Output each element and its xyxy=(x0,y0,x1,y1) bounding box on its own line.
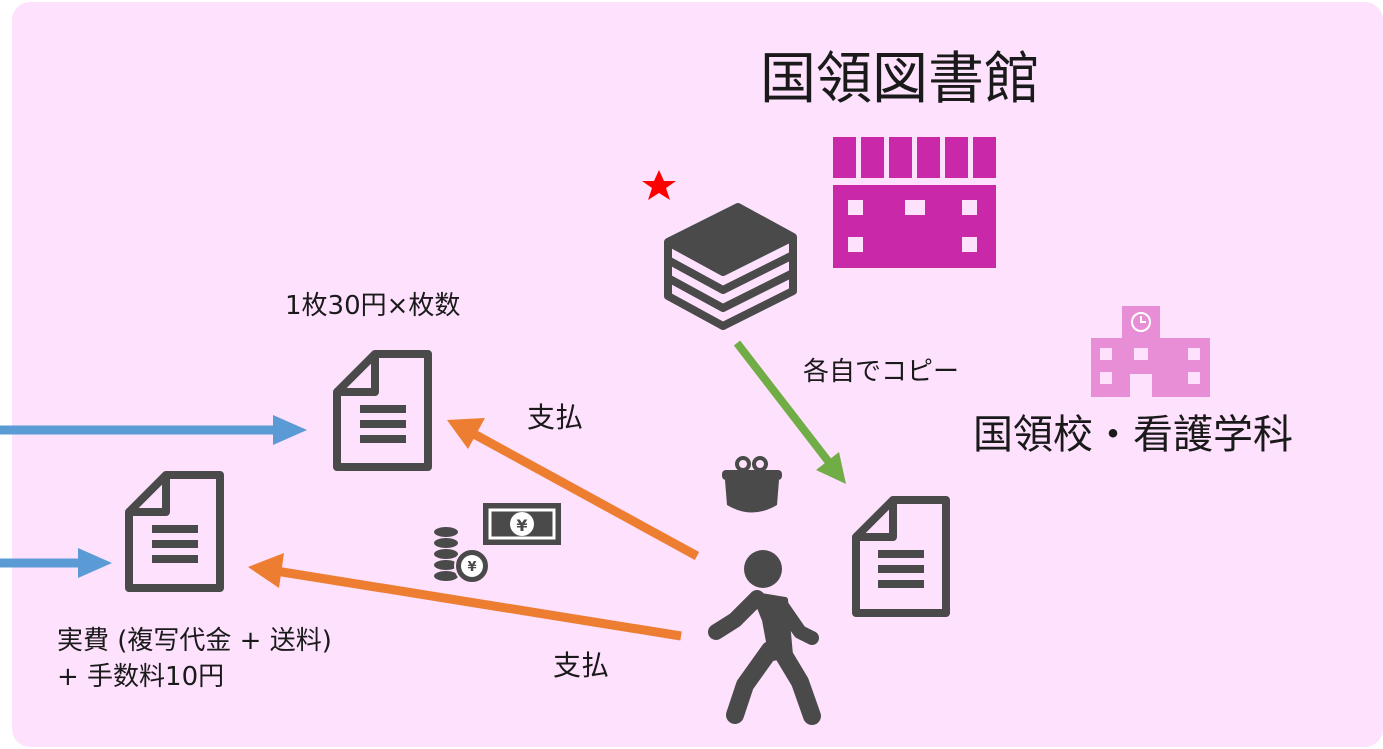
walking-person-icon xyxy=(708,550,821,725)
payment-arrow-bottom xyxy=(248,553,682,641)
star-icon xyxy=(642,170,676,200)
payment-label-top: 支払 xyxy=(527,401,584,434)
request-arrow-bottom xyxy=(0,548,112,578)
document-icon-bottom-left xyxy=(125,471,224,592)
price-per-sheet-label: 1枚30円×枚数 xyxy=(285,291,461,321)
actual-cost-line2: + 手数料10円 xyxy=(57,661,225,692)
library-title: 国領図書館 xyxy=(760,47,1040,112)
coin-purse-icon xyxy=(722,456,782,513)
actual-cost-line1: 実費 (複写代金 + 送料) xyxy=(57,626,332,656)
request-arrow-top xyxy=(0,415,307,445)
library-building-icon xyxy=(833,137,996,268)
actual-cost-label: 実費 (複写代金 + 送料) + 手数料10円 xyxy=(57,624,332,696)
document-icon-top xyxy=(333,350,432,471)
document-icon-right xyxy=(852,496,950,617)
money-icon: ¥ ¥ xyxy=(434,503,561,584)
self-copy-arrow xyxy=(733,340,846,484)
payment-arrow-top xyxy=(447,418,700,560)
payment-label-bottom: 支払 xyxy=(553,649,610,682)
school-building-icon xyxy=(1091,306,1210,397)
self-copy-label: 各自でコピー xyxy=(803,357,960,387)
books-stack-icon xyxy=(664,203,797,330)
svg-text:¥: ¥ xyxy=(516,516,527,535)
svg-text:¥: ¥ xyxy=(467,560,476,575)
school-label: 国領校・看護学科 xyxy=(973,412,1293,458)
